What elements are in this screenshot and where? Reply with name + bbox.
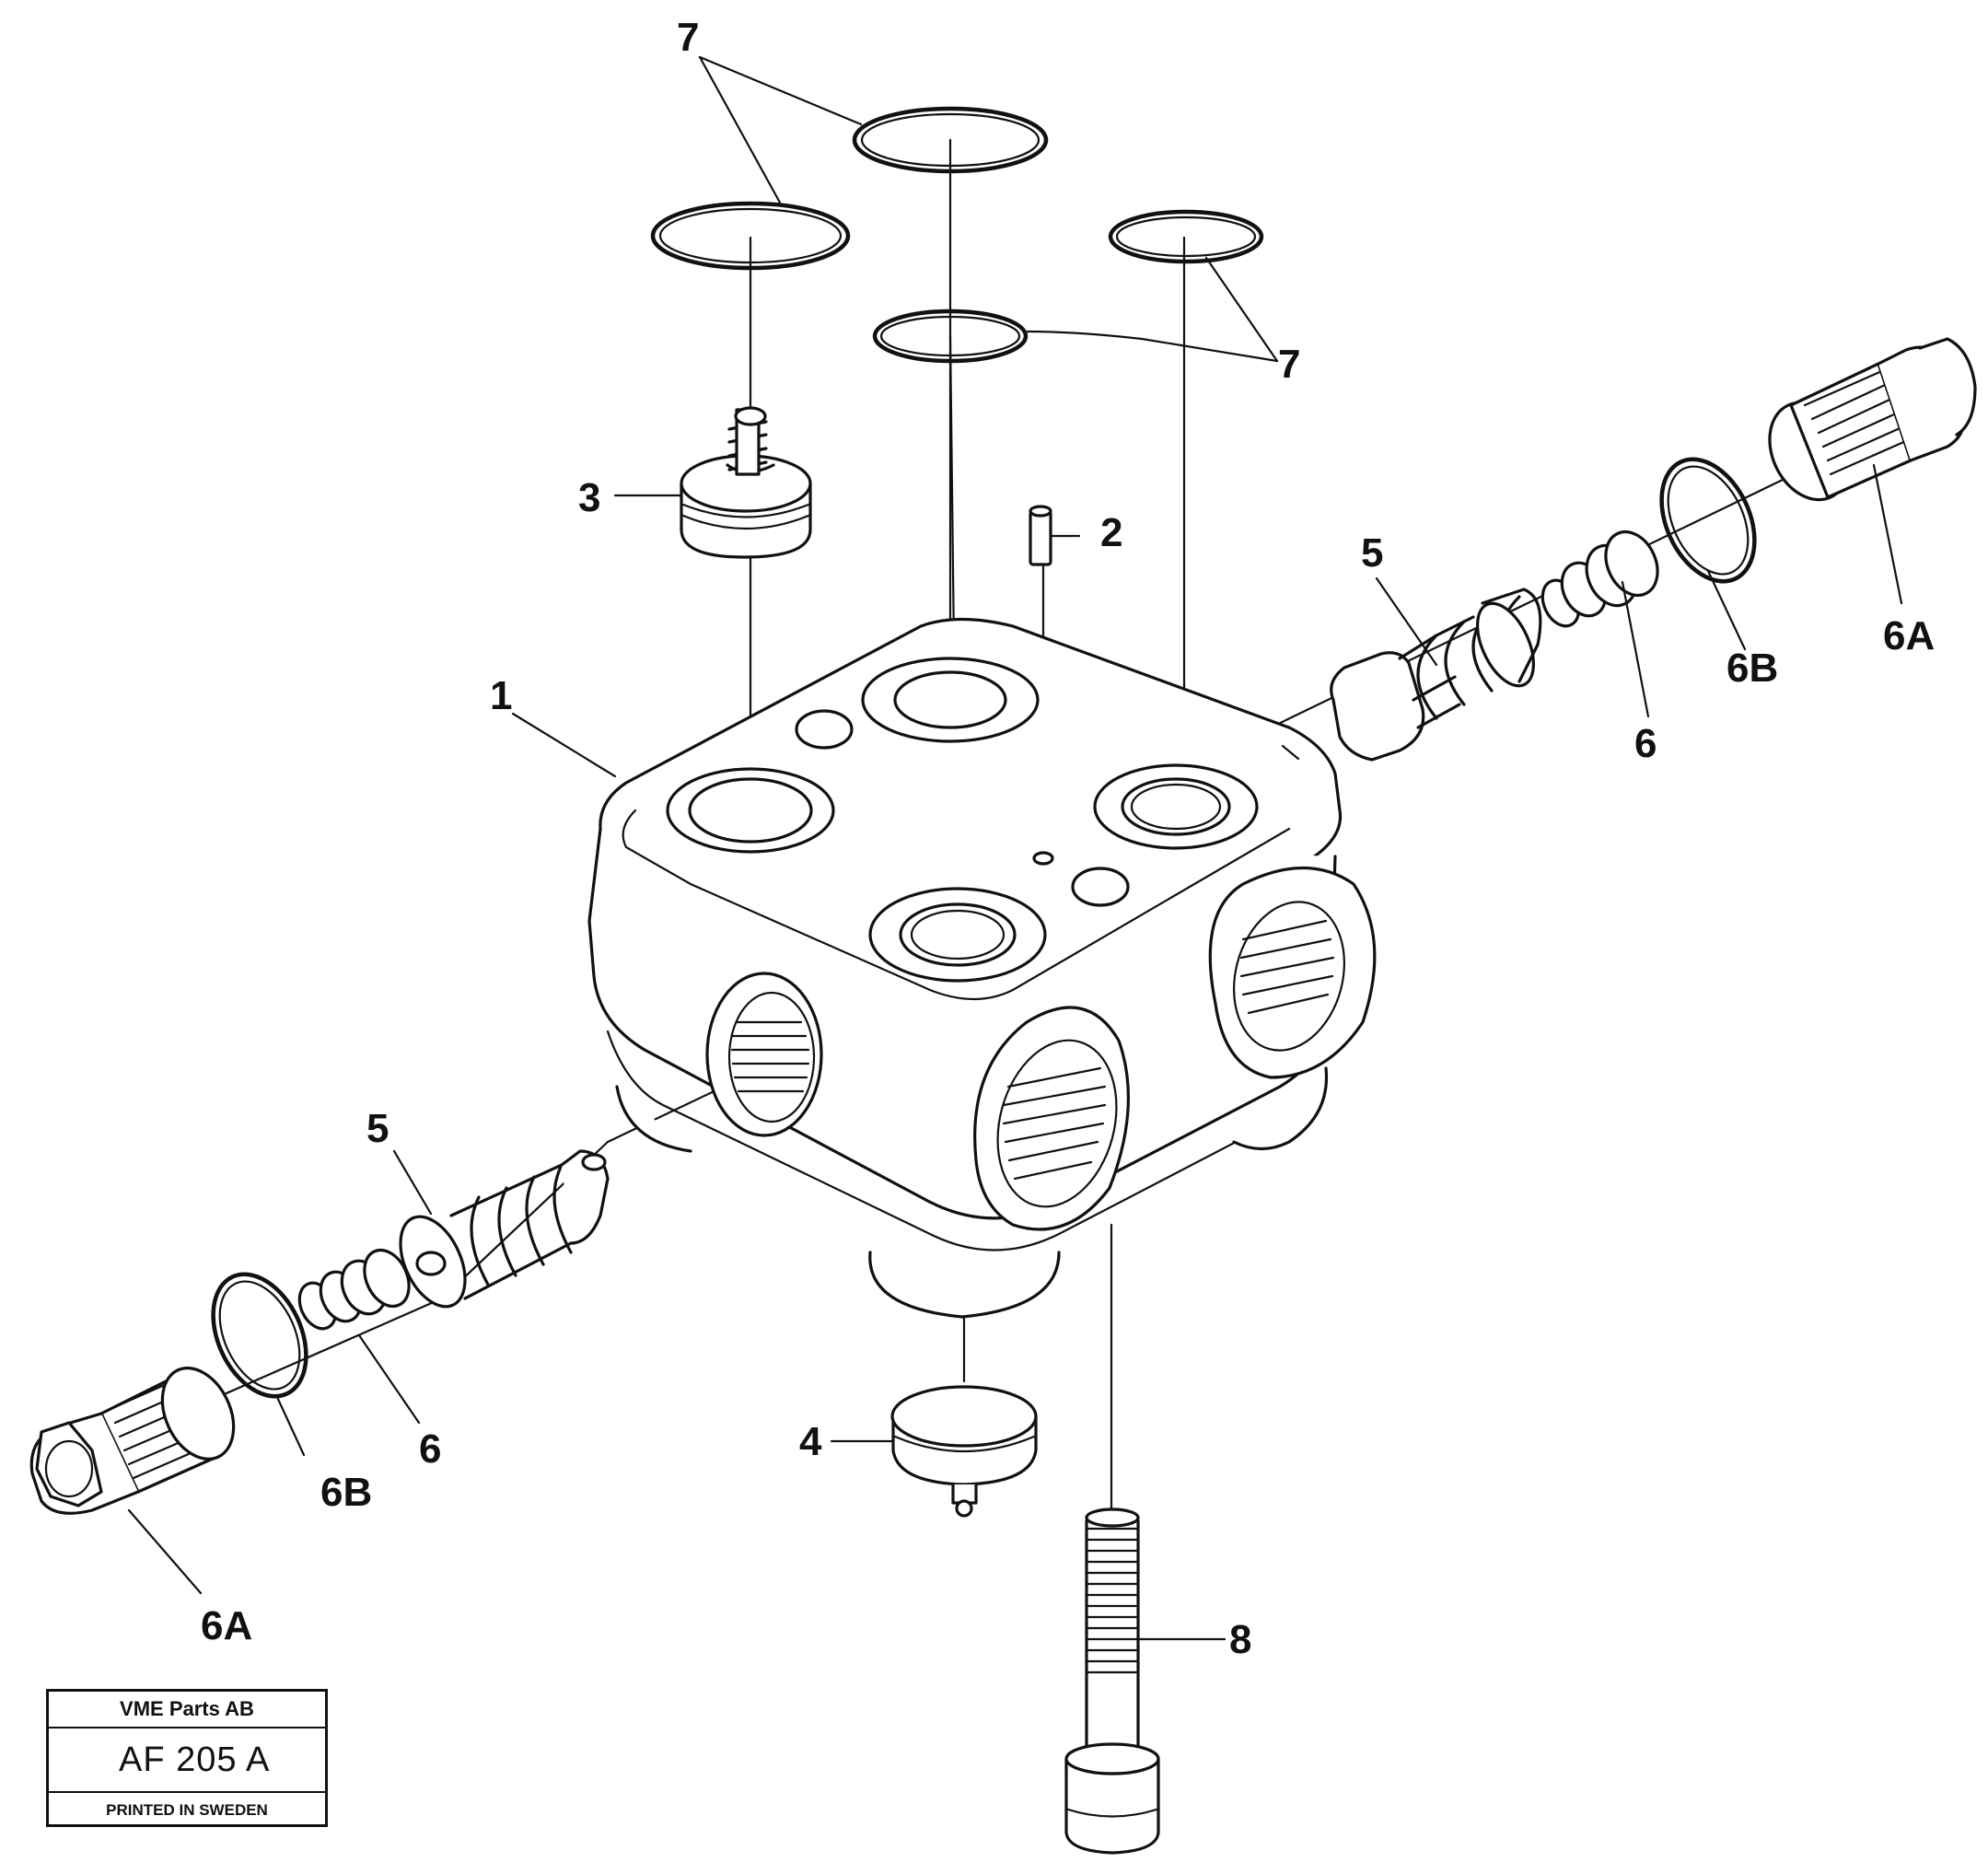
- title-block-company: VME Parts AB: [49, 1692, 325, 1729]
- pin-2: [1029, 505, 1081, 566]
- o-ring-6b-right: [1659, 457, 1757, 584]
- callout-2: 2: [1100, 510, 1122, 555]
- callout-leaders: [127, 463, 1903, 1641]
- plug-6a-left: [29, 1367, 236, 1515]
- plug-6a-right: [1768, 337, 1977, 502]
- o-ring-7-top-right: [1108, 209, 1264, 264]
- callout-7-top: 7: [677, 15, 699, 60]
- check-valve-3: [680, 406, 812, 559]
- side-port-left: [705, 972, 823, 1137]
- side-port-front: [973, 1006, 1130, 1231]
- callout-4: 4: [799, 1419, 822, 1464]
- title-block-drawing-number: AF 205 A: [49, 1729, 325, 1793]
- callout-5-left: 5: [366, 1106, 389, 1151]
- leader-lines-7: [698, 55, 1279, 363]
- callout-8: 8: [1229, 1617, 1251, 1662]
- callout-6a-left: 6A: [201, 1603, 252, 1648]
- callout-6a-right: 6A: [1883, 613, 1935, 658]
- title-block-footer: PRINTED IN SWEDEN: [106, 1801, 268, 1819]
- callout-5-right: 5: [1361, 530, 1383, 576]
- o-ring-6b-left: [211, 1272, 308, 1399]
- callout-labels: 7 7 3 2 1 5 6 6B 6A 5 6 6B 6A 4 8: [201, 15, 1935, 1662]
- side-port-right: [1208, 866, 1377, 1079]
- callout-6b-right: 6B: [1726, 646, 1778, 691]
- callout-6-left: 6: [419, 1426, 441, 1472]
- callout-7-right: 7: [1278, 342, 1300, 387]
- callout-3: 3: [578, 475, 600, 520]
- relief-valve-5-right: [1330, 588, 1542, 762]
- title-block: VME Parts AB AF 205 A PRINTED IN SWEDEN: [46, 1689, 328, 1827]
- valve-housing-1: [587, 617, 1377, 1319]
- washer-6-right: [1540, 530, 1659, 628]
- callout-6b-left: 6B: [320, 1470, 372, 1515]
- callout-6-right: 6: [1634, 721, 1657, 766]
- washer-6-left: [297, 1248, 411, 1331]
- check-valve-4: [890, 1385, 1038, 1518]
- bolt-8: [1064, 1507, 1160, 1855]
- callout-1: 1: [490, 673, 512, 718]
- relief-valve-5-left: [399, 1149, 610, 1309]
